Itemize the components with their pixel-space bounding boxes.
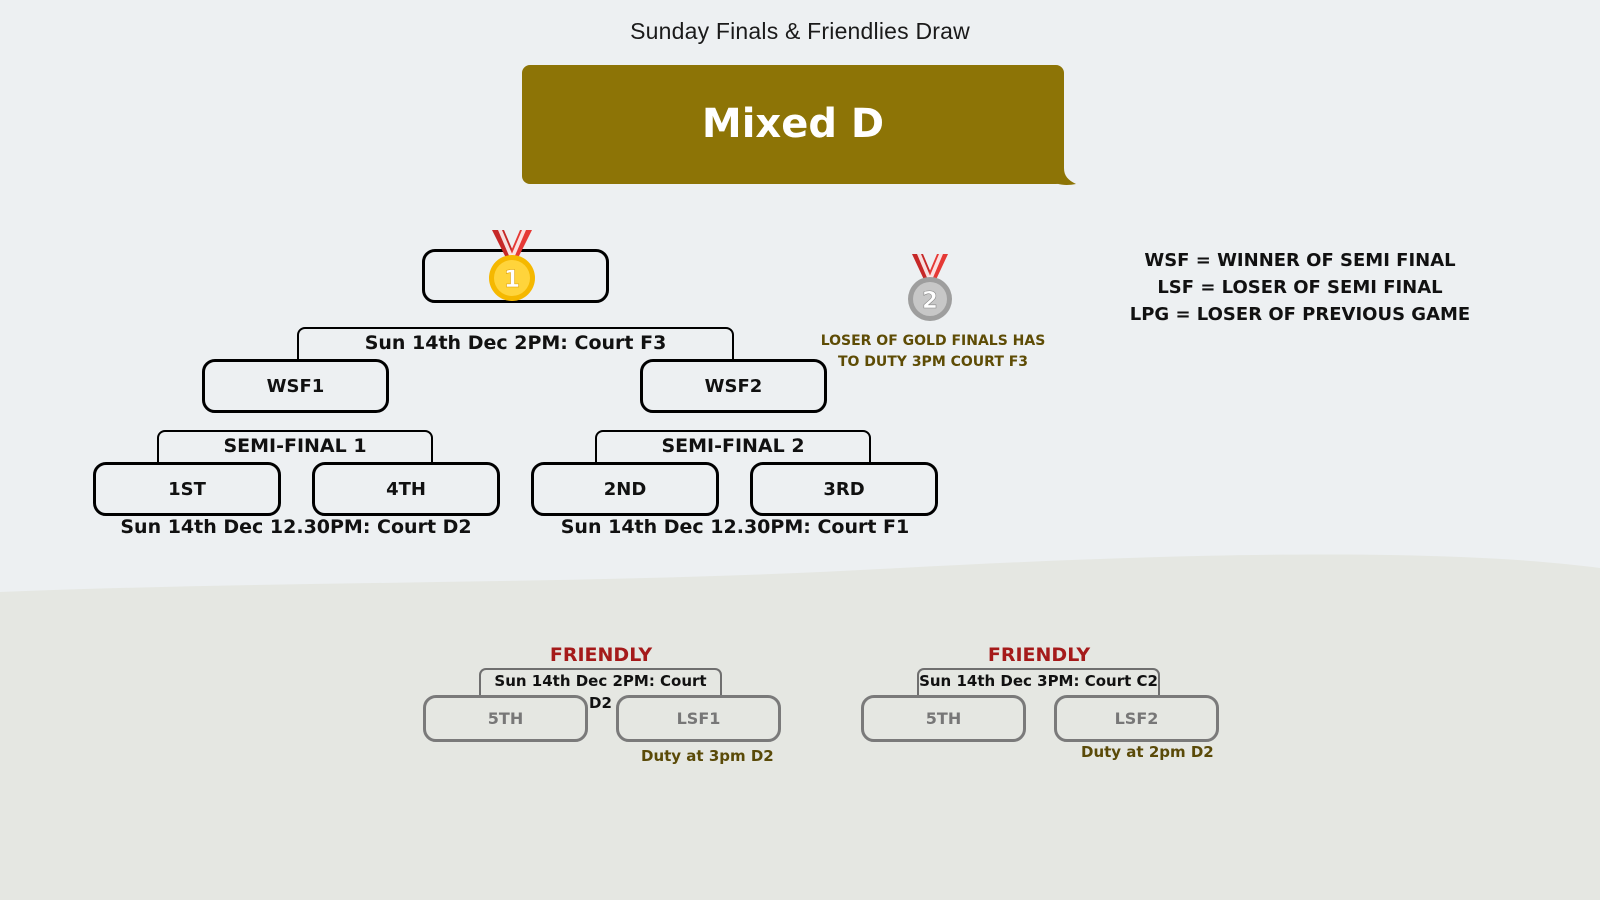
final-schedule: Sun 14th Dec 2PM: Court F3 (364, 332, 667, 354)
page-title: Sunday Finals & Friendlies Draw (630, 18, 970, 44)
friendly-2-label: FRIENDLY (987, 644, 1091, 666)
legend-item-wsf: WSF = WINNER OF SEMI FINAL (1144, 250, 1456, 271)
final-bracket: Sun 14th Dec 2PM: Court F3 (297, 327, 734, 359)
legend-item-lsf: LSF = LOSER OF SEMI FINAL (1157, 277, 1443, 298)
friendly-1-bracket: Sun 14th Dec 2PM: Court D2 (479, 668, 722, 712)
silver-note-line-1: LOSER OF GOLD FINALS HAS (820, 333, 1046, 349)
friendly-2-team-lsf2: LSF2 (1054, 695, 1219, 742)
division-banner: Mixed D (522, 65, 1064, 184)
semi-final-1-label: SEMI-FINAL 1 (223, 435, 367, 457)
friendly-1-schedule: Sun 14th Dec 2PM: Court D2 (494, 672, 707, 712)
banner-tail (1050, 168, 1076, 185)
gold-medal-icon: 1 (489, 230, 535, 301)
semi-1-team-4th: 4TH (312, 462, 500, 516)
background-wave (0, 554, 1600, 900)
friendly-2-team-5th: 5TH (861, 695, 1026, 742)
final-team-wsf2: WSF2 (640, 359, 827, 413)
silver-medal-number: 2 (922, 288, 938, 314)
friendly-1-duty: Duty at 3pm D2 (641, 747, 774, 765)
semi-final-2-label: SEMI-FINAL 2 (661, 435, 805, 457)
semi-final-2-schedule: Sun 14th Dec 12.30PM: Court F1 (560, 516, 910, 538)
semi-1-team-1st: 1ST (93, 462, 281, 516)
friendly-1-label: FRIENDLY (549, 644, 653, 666)
silver-note: LOSER OF GOLD FINALS HAS TO DUTY 3PM COU… (808, 331, 1058, 373)
final-team-wsf1: WSF1 (202, 359, 389, 413)
friendly-2-schedule: Sun 14th Dec 3PM: Court C2 (919, 672, 1158, 690)
division-title: Mixed D (701, 101, 885, 147)
friendly-2-duty: Duty at 2pm D2 (1081, 743, 1214, 761)
friendly-1-team-lsf1: LSF1 (616, 695, 781, 742)
semi-final-1-bracket: SEMI-FINAL 1 (157, 430, 433, 464)
abbreviation-legend: WSF = WINNER OF SEMI FINAL LSF = LOSER O… (1090, 247, 1510, 328)
semi-2-team-3rd: 3RD (750, 462, 938, 516)
semi-final-1-schedule: Sun 14th Dec 12.30PM: Court D2 (120, 516, 472, 538)
legend-item-lpg: LPG = LOSER OF PREVIOUS GAME (1129, 304, 1471, 325)
silver-note-line-2: TO DUTY 3PM COURT F3 (837, 354, 1029, 370)
friendly-2-bracket: Sun 14th Dec 3PM: Court C2 (917, 668, 1160, 696)
friendly-1-team-5th: 5TH (423, 695, 588, 742)
semi-final-2-bracket: SEMI-FINAL 2 (595, 430, 871, 464)
gold-medal-number: 1 (504, 265, 521, 293)
semi-2-team-2nd: 2ND (531, 462, 719, 516)
silver-medal-icon: 2 (908, 254, 952, 321)
